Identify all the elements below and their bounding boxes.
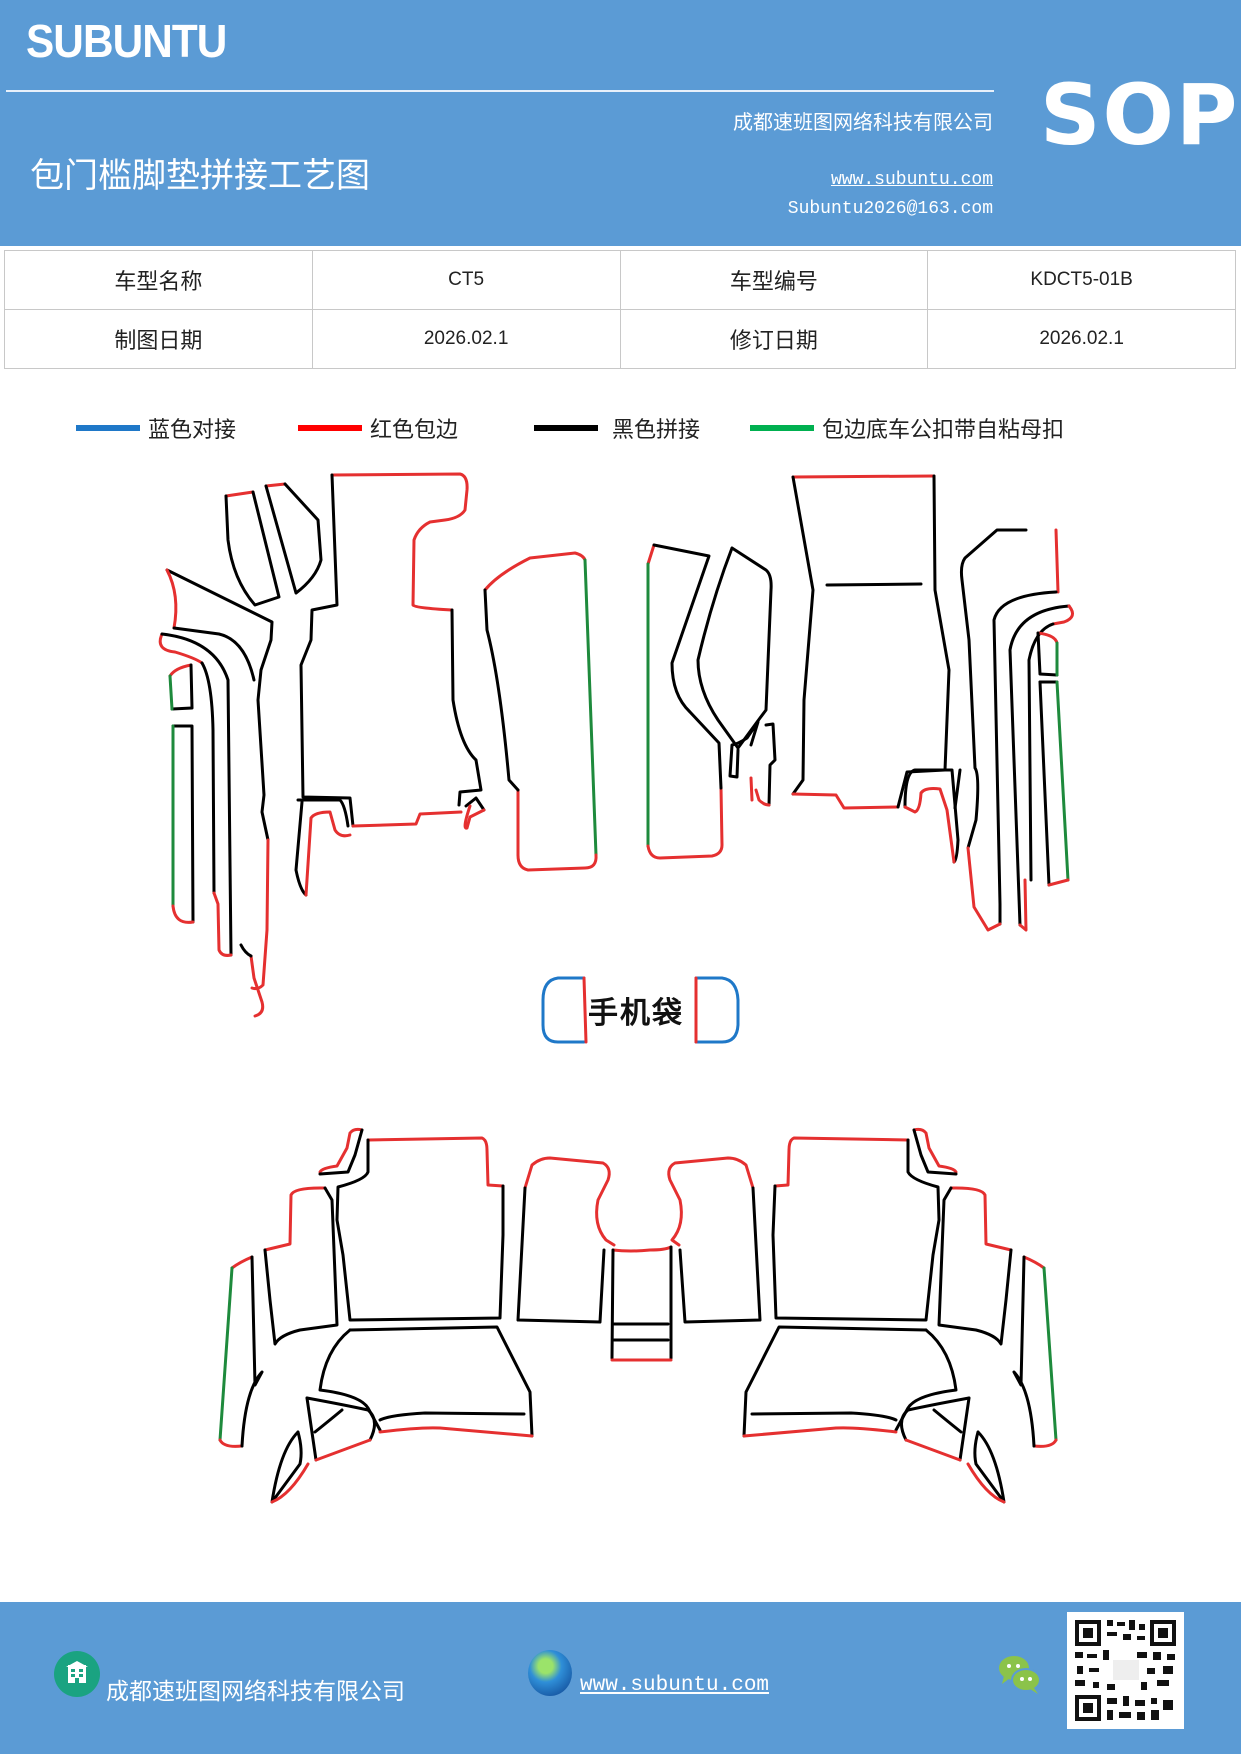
phone-pocket-label: 手机袋 [588, 996, 684, 1031]
legend: 蓝色对接 红色包边 黑色拼接 包边底车公扣带自粘母扣 [0, 400, 1241, 443]
front-left-section [158, 472, 598, 1018]
legend-item-green: 包边底车公扣带自粘母扣 [750, 408, 1064, 448]
draw-date-label: 制图日期 [4, 309, 313, 369]
table-row: 车型名称 CT5 车型编号 KDCT5-01B [4, 250, 1236, 310]
model-name-label: 车型名称 [4, 250, 313, 310]
website-link[interactable]: www.subuntu.com [830, 170, 993, 190]
legend-label: 黑色拼接 [612, 418, 701, 443]
legend-item-black: 黑色拼接 [534, 408, 700, 448]
legend-label: 红色包边 [370, 418, 459, 443]
phone-pocket-section [541, 976, 740, 1044]
legend-item-red: 红色包边 [298, 408, 458, 448]
email-address: Subuntu2026@163.com [787, 199, 993, 219]
brand-logo: SUBUNTU [26, 15, 227, 67]
globe-icon [528, 1650, 572, 1696]
building-icon [54, 1651, 100, 1697]
legend-item-blue: 蓝色对接 [76, 408, 236, 448]
model-name-value: CT5 [311, 250, 621, 310]
header-divider [6, 90, 994, 92]
sop-badge: SOP [1040, 66, 1240, 164]
footer-website-link[interactable]: www.subuntu.com [580, 1674, 770, 1697]
header [0, 0, 1241, 246]
revision-date-value: 2026.02.1 [927, 309, 1236, 369]
page-title: 包门槛脚垫拼接工艺图 [30, 156, 370, 196]
footer-company-name: 成都速班图网络科技有限公司 [106, 1679, 405, 1705]
revision-date-label: 修订日期 [619, 309, 929, 369]
legend-label: 蓝色对接 [148, 418, 237, 443]
info-table: 车型名称 CT5 车型编号 KDCT5-01B 制图日期 2026.02.1 修… [4, 250, 1236, 369]
qr-code [1067, 1612, 1184, 1729]
blue-swatch [76, 425, 140, 431]
front-right-section [646, 474, 1075, 932]
model-code-label: 车型编号 [619, 250, 929, 310]
red-swatch [298, 425, 362, 431]
wechat-icon [996, 1652, 1044, 1698]
model-code-value: KDCT5-01B [927, 250, 1236, 310]
rear-section [218, 1127, 1058, 1504]
black-swatch [534, 425, 598, 431]
table-row: 制图日期 2026.02.1 修订日期 2026.02.1 [4, 309, 1236, 369]
legend-label: 包边底车公扣带自粘母扣 [822, 418, 1065, 443]
company-name: 成都速班图网络科技有限公司 [733, 110, 993, 134]
draw-date-value: 2026.02.1 [311, 309, 621, 369]
green-swatch [750, 425, 814, 431]
